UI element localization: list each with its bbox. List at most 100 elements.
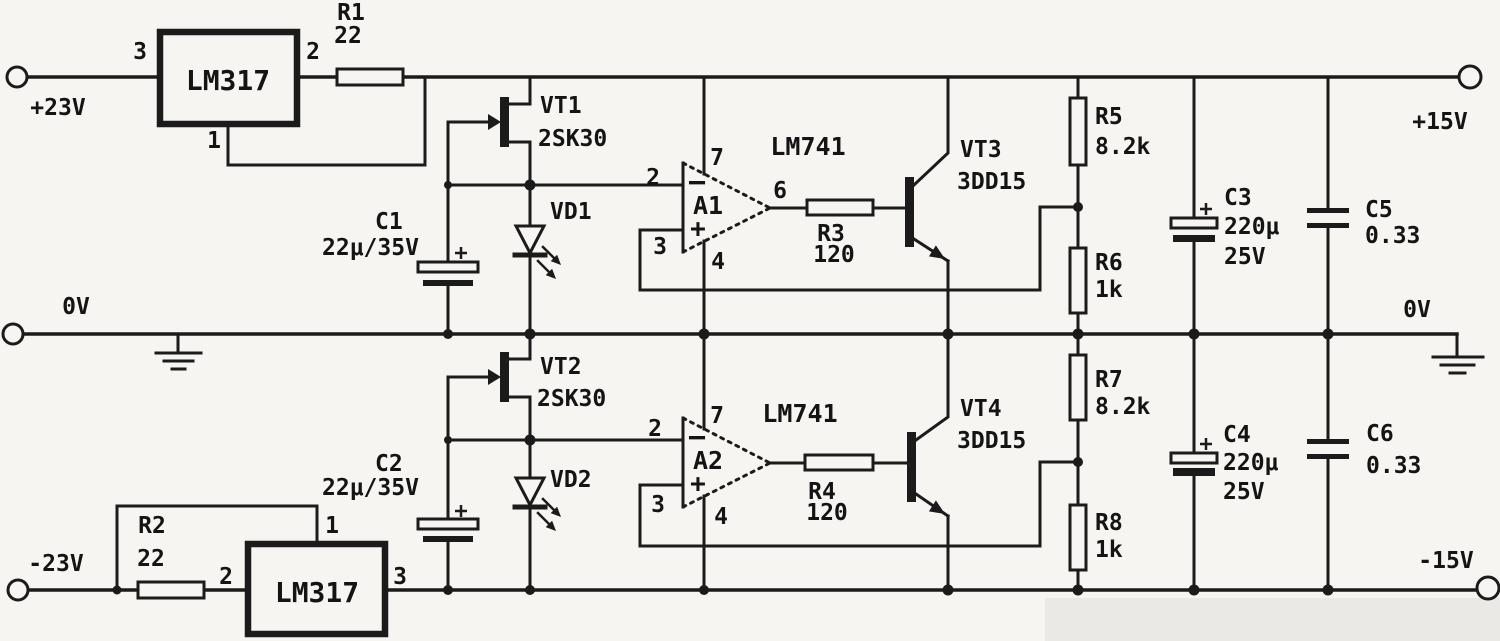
a2-pin-vminus: 4 — [714, 504, 728, 530]
label-in-pos: +23V — [30, 95, 86, 121]
r2-value: 22 — [137, 546, 165, 572]
capacitor-c3: C3 220μ 25V — [1169, 75, 1280, 336]
a2-part: LM741 — [762, 399, 837, 428]
terminal-minus15 — [1475, 575, 1500, 601]
scan-watermark-artifact — [1045, 598, 1500, 641]
label-in-neg: -23V — [28, 551, 84, 577]
c1-ref: C1 — [375, 209, 403, 235]
r3-value: 120 — [813, 242, 855, 268]
a1-ref: A1 — [693, 191, 723, 220]
regulator-top-pin-adj: 1 — [207, 128, 221, 154]
c5-value: 0.33 — [1365, 223, 1420, 249]
r5-value: 8.2k — [1095, 134, 1151, 160]
c4-value: 220μ — [1223, 450, 1279, 476]
capacitor-c4: C4 220μ 25V — [1169, 332, 1279, 592]
c1-value: 22μ/35V — [322, 235, 419, 261]
vt2-gate-arrow — [488, 369, 501, 385]
vd1-ref: VD1 — [550, 199, 592, 225]
regulator-top-part: LM317 — [186, 64, 270, 97]
resistor-r3: R3 120 — [805, 198, 907, 268]
c2-value: 22μ/35V — [322, 475, 419, 501]
resistor-r1: R1 22 — [334, 0, 405, 87]
a1-pin-noninv: 3 — [653, 234, 667, 260]
a2-pin-vplus: 7 — [710, 403, 724, 429]
c2-ref: C2 — [375, 451, 403, 477]
terminals: +23V 0V -23V +15V 0V -15V — [1, 64, 1500, 602]
resistor-r7: R7 8.2k — [1068, 332, 1151, 507]
r6-value: 1k — [1095, 277, 1123, 303]
a1-pin-vplus: 7 — [710, 145, 724, 171]
power-rails — [21, 75, 1479, 592]
r4-ref: R4 — [808, 479, 836, 505]
regulator-lm317-top: LM317 3 2 1 — [133, 28, 427, 167]
capacitor-c5: C5 0.33 — [1307, 75, 1420, 336]
diode-vd1-led: VD1 — [512, 183, 592, 336]
capacitor-c2: C2 22μ/35V — [322, 451, 480, 592]
resistor-r8: R8 1k — [1068, 503, 1123, 592]
regulator-lm317-bottom: LM317 2 3 1 — [115, 504, 407, 638]
a2-inv-mark: − — [688, 420, 706, 455]
r8-value: 1k — [1095, 537, 1123, 563]
label-out-pos: +15V — [1412, 109, 1468, 135]
a2-pin-inv: 2 — [648, 416, 662, 442]
transistor-vt3: VT3 3DD15 — [905, 75, 1026, 336]
vt2-ref: VT2 — [540, 354, 582, 380]
vt3-emitter-arrow — [928, 245, 945, 259]
a1-pin-inv: 2 — [646, 165, 660, 191]
transistor-vt1-jfet: VT1 2SK30 — [446, 75, 607, 264]
r6-ref: R6 — [1095, 250, 1123, 276]
vt1-part: 2SK30 — [538, 126, 607, 152]
label-out-neg: -15V — [1418, 548, 1474, 574]
r3-ref: R3 — [817, 221, 845, 247]
label-gnd-left: 0V — [62, 294, 90, 320]
a1-plus-mark: + — [690, 214, 706, 244]
opamp-a2: − A2 + 2 7 3 4 LM741 — [638, 332, 1080, 592]
regulator-bottom-part: LM317 — [275, 576, 359, 609]
c3-ref: C3 — [1224, 185, 1252, 211]
terminal-plus15 — [1457, 64, 1483, 90]
r7-value: 8.2k — [1095, 394, 1151, 420]
a1-part: LM741 — [770, 132, 845, 161]
r7-ref: R7 — [1095, 367, 1123, 393]
vt4-emitter-arrow — [928, 500, 945, 514]
capacitor-c1: C1 22μ/35V — [322, 209, 480, 336]
c6-value: 0.33 — [1366, 453, 1421, 479]
vt2-part: 2SK30 — [537, 386, 606, 412]
r8-ref: R8 — [1095, 510, 1123, 536]
a2-plus-mark: + — [690, 469, 706, 499]
a2-ref: A2 — [693, 446, 723, 475]
vt4-ref: VT4 — [960, 396, 1002, 422]
regulator-top-pin-in: 3 — [133, 39, 147, 65]
terminal-minus23 — [6, 578, 30, 602]
a1-noninv-feedback-wire — [638, 205, 1080, 292]
resistor-r2: R2 22 — [136, 513, 206, 600]
junction-dots — [112, 179, 1334, 596]
c4-ref: C4 — [1223, 422, 1251, 448]
c5-ref: C5 — [1365, 197, 1393, 223]
c3-value: 220μ — [1224, 214, 1280, 240]
a2-pin-noninv: 3 — [651, 492, 665, 518]
transistor-vt2-jfet: VT2 2SK30 — [446, 332, 606, 521]
r1-value: 22 — [334, 23, 362, 49]
r1-ref: R1 — [337, 0, 365, 26]
ground-symbol-right — [1431, 332, 1485, 375]
regulator-top-pin-out: 2 — [306, 39, 320, 65]
vt3-part: 3DD15 — [957, 169, 1026, 195]
regulator-bottom-pin-out: 2 — [219, 564, 233, 590]
vd2-ref: VD2 — [550, 467, 592, 493]
resistor-r6: R6 1k — [1068, 246, 1123, 336]
r5-ref: R5 — [1095, 104, 1123, 130]
r4-value: 120 — [806, 500, 848, 526]
vt3-ref: VT3 — [960, 137, 1002, 163]
regulator-bottom-pin-in: 3 — [393, 564, 407, 590]
diode-vd2-led: VD2 — [512, 438, 592, 592]
terminal-plus23 — [5, 65, 29, 89]
label-gnd-right: 0V — [1403, 297, 1431, 323]
vt1-ref: VT1 — [540, 93, 582, 119]
a1-pin-out: 6 — [773, 178, 787, 204]
capacitor-c6: C6 0.33 — [1307, 332, 1421, 592]
c3-rating: 25V — [1224, 244, 1266, 270]
c6-ref: C6 — [1366, 421, 1394, 447]
